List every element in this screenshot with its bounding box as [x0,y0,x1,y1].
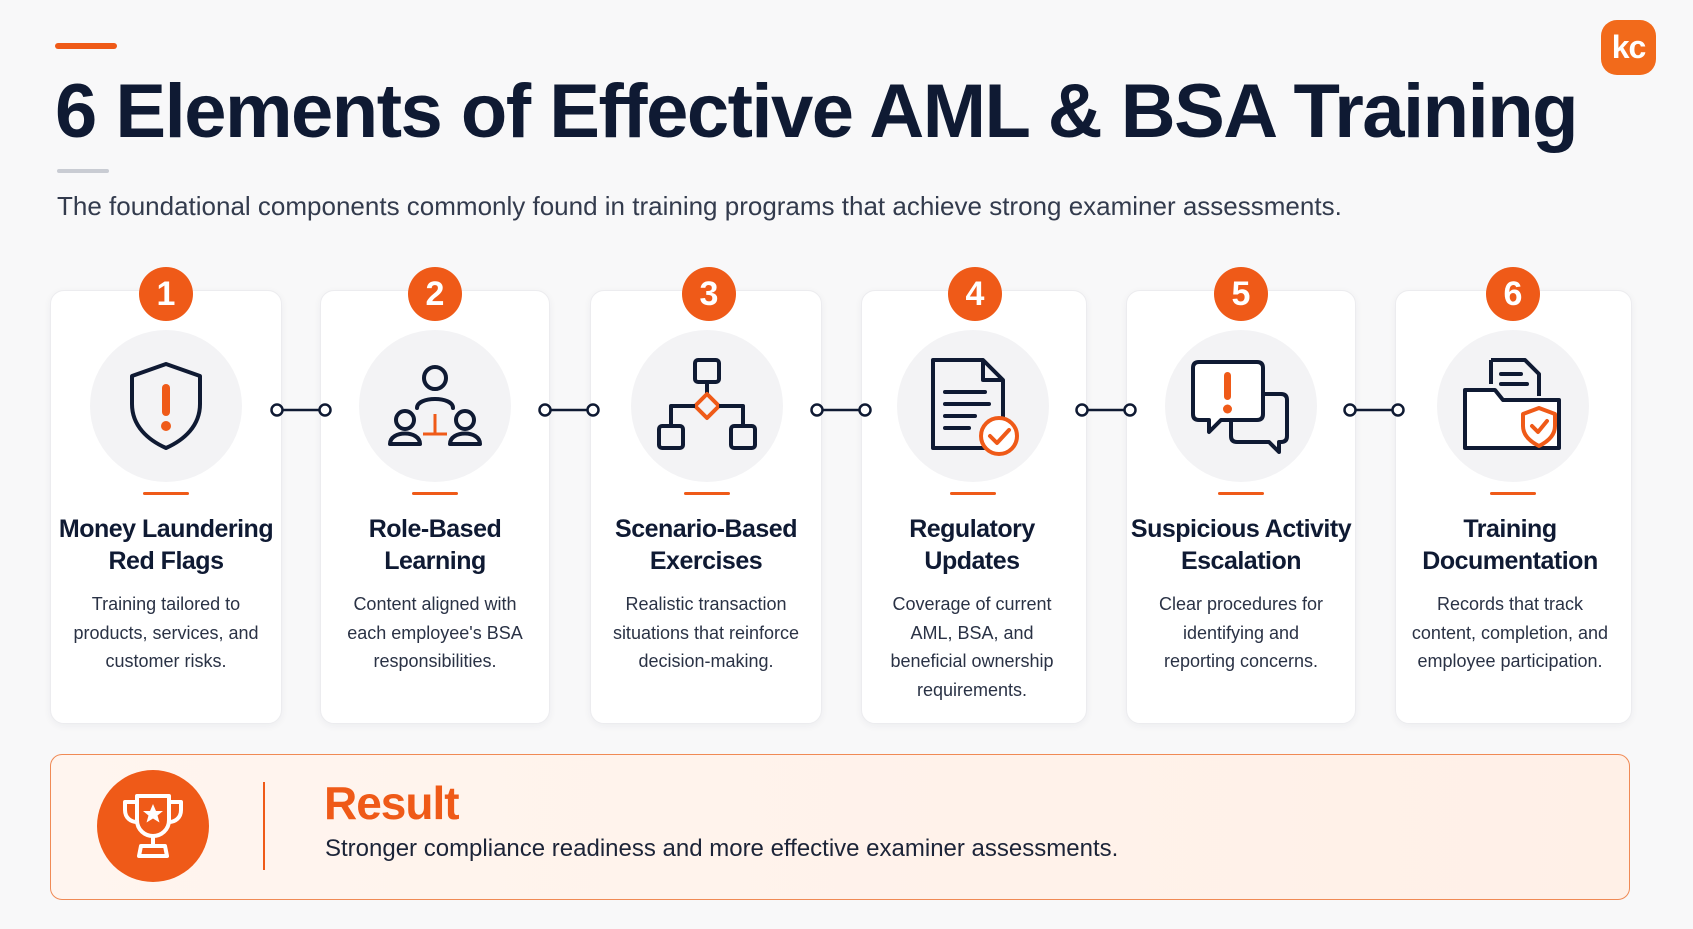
result-divider [263,782,265,870]
step-badge-3: 3 [682,267,736,321]
element-title-6: Training Documentation [1422,515,1598,575]
element-description-2: Content aligned with each employee's BSA… [347,594,523,671]
element-title-5: Suspicious Activity Escalation [1130,515,1352,575]
step-badge-1: 1 [139,267,193,321]
step-badge-6: 6 [1486,267,1540,321]
page-title: 6 Elements of Effective AML & BSA Traini… [55,69,1579,154]
title-accent-bar [55,43,117,49]
shield-alert-icon [90,330,242,482]
element-description-1: Training tailored to products, services,… [73,594,259,671]
card-rule-3 [684,492,730,495]
connector-3-4 [810,403,872,417]
result-title: Result [324,777,460,829]
alert-chat-icon [1165,330,1317,482]
element-description-6: Records that track content, completion, … [1411,594,1609,671]
card-rule-2 [412,492,458,495]
page-subtitle: The foundational components commonly fou… [57,191,1342,221]
step-badge-4: 4 [948,267,1002,321]
kc-logo: kc [1601,20,1656,75]
title-divider [57,169,109,173]
card-rule-5 [1218,492,1264,495]
element-title-3: Scenario-Based Exercises [615,515,797,575]
connector-5-6 [1343,403,1405,417]
element-description-4: Coverage of current AML, BSA, and benefi… [890,594,1054,700]
element-title-2: Role-Based Learning [368,515,502,575]
element-title-4: Regulatory Updates [909,515,1035,575]
result-panel [50,754,1630,900]
element-description-3: Realistic transaction situations that re… [612,594,800,671]
connector-4-5 [1075,403,1137,417]
trophy-icon [97,770,209,882]
document-check-icon [897,330,1049,482]
step-badge-2: 2 [408,267,462,321]
connector-1-2 [270,403,332,417]
decision-flowchart-icon [631,330,783,482]
connector-2-3 [538,403,600,417]
card-rule-4 [950,492,996,495]
element-title-1: Money Laundering Red Flags [58,515,274,575]
element-description-5: Clear procedures for identifying and rep… [1158,594,1324,671]
secure-folder-icon [1437,330,1589,482]
team-hierarchy-icon [359,330,511,482]
card-rule-6 [1490,492,1536,495]
result-text: Stronger compliance readiness and more e… [325,835,1119,862]
step-badge-5: 5 [1214,267,1268,321]
card-rule-1 [143,492,189,495]
